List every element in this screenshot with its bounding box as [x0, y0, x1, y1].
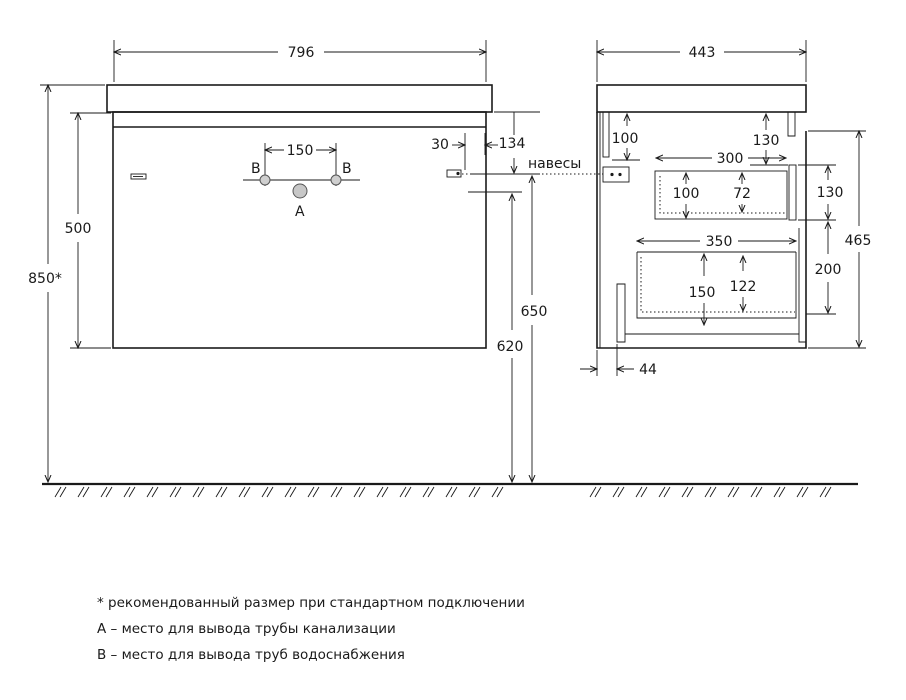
height-650-label: 650: [521, 304, 548, 320]
legend-notes: * рекомендованный размер при стандартном…: [97, 590, 525, 668]
top-offset-label: 134: [499, 136, 526, 152]
lower-drawer-outer-label: 150: [689, 285, 716, 301]
bottom-offset-label: 44: [639, 362, 657, 378]
body-height-label: 500: [65, 221, 92, 237]
dim-height-650: [470, 173, 540, 482]
supply-left-label: B: [251, 161, 261, 177]
lower-drawer-inner-label: 122: [730, 279, 757, 295]
dim-bottom-offset: [580, 344, 634, 376]
height-620-label: 620: [497, 339, 524, 355]
drain-outlet: [292, 183, 308, 199]
floor-hatch-right: [589, 486, 832, 498]
lower-drawer-depth-label: 350: [706, 234, 733, 250]
supply-right-label: B: [342, 161, 352, 177]
dim-side-body-height: [808, 131, 866, 349]
upper-gap-label: 100: [612, 131, 639, 147]
supply-outlet-left: [259, 174, 271, 186]
hinges-label: навесы: [528, 156, 581, 172]
dim-front-width: [114, 40, 486, 82]
side-cabinet: [596, 84, 807, 349]
supply-outlet-right: [330, 174, 342, 186]
note-water-supply: В – место для вывода труб водоснабжения: [97, 647, 405, 663]
dim-upper-front: [798, 164, 836, 221]
upper-front-label: 130: [817, 185, 844, 201]
upper-right-label: 130: [753, 133, 780, 149]
note-drain-pipe: А – место для вывода трубы канализации: [97, 621, 396, 637]
dim-total-height: [40, 85, 105, 482]
front-width-label: 796: [288, 45, 315, 61]
hinge-offset-label: 30: [431, 137, 449, 153]
front-cabinet: [106, 84, 493, 349]
total-height-label: 850*: [28, 271, 62, 287]
dim-top-offset: [494, 111, 540, 173]
dim-side-depth: [597, 40, 806, 82]
upper-drawer-inner-label: 72: [733, 186, 751, 202]
floor-hatch-left: [54, 486, 504, 498]
drain-label: A: [295, 204, 305, 220]
upper-drawer-outer-label: 100: [673, 186, 700, 202]
dim-body-height: [70, 113, 111, 348]
pipe-spacing-label: 150: [287, 143, 314, 159]
side-body-height-label: 465: [845, 233, 872, 249]
dim-upper-gap: [612, 114, 640, 160]
dim-height-620: [468, 191, 522, 482]
note-recommended-size: * рекомендованный размер при стандартном…: [97, 595, 525, 611]
dim-upper-right: [750, 114, 788, 166]
upper-drawer-depth-label: 300: [717, 151, 744, 167]
dim-hinge-offset: [452, 133, 498, 170]
lower-front-label: 200: [815, 262, 842, 278]
side-depth-label: 443: [689, 45, 716, 61]
dim-lower-front: [806, 222, 836, 315]
